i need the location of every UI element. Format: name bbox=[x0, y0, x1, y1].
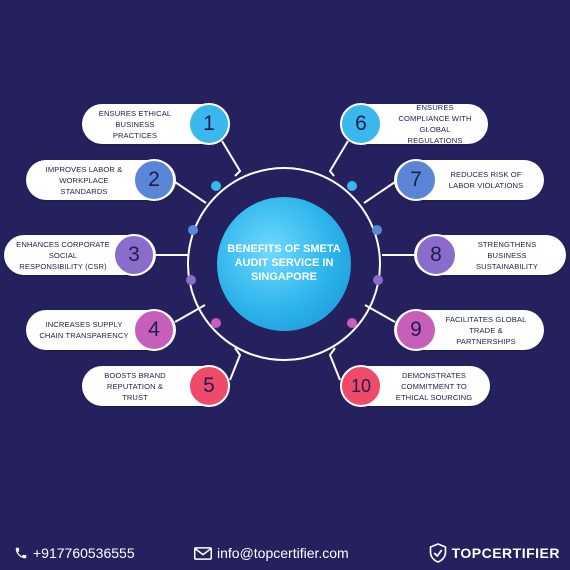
benefit-9-text: FACILITATES GLOBAL TRADE & PARTNERSHIPS bbox=[445, 314, 527, 346]
center-title-text: BENEFITS OF SMETA AUDIT SERVICE IN SINGA… bbox=[227, 243, 341, 283]
footer-email[interactable]: info@topcertifier.com bbox=[194, 542, 349, 564]
ring-dot-1 bbox=[211, 181, 221, 191]
benefit-8-number: 8 bbox=[415, 234, 457, 276]
benefit-4-number: 4 bbox=[133, 309, 175, 351]
benefit-1-text: ENSURES ETHICAL BUSINESS PRACTICES bbox=[98, 108, 172, 140]
benefit-5-number: 5 bbox=[188, 365, 230, 407]
benefit-3-text: ENHANCES CORPORATE SOCIAL RESPONSIBILITY… bbox=[16, 239, 110, 271]
benefit-1-number: 1 bbox=[188, 103, 230, 145]
benefit-7-text: REDUCES RISK OF LABOR VIOLATIONS bbox=[448, 170, 524, 190]
benefit-9-number: 9 bbox=[395, 309, 437, 351]
brand-text: TOPCERTIFIER bbox=[451, 545, 560, 561]
brand-logo: TOPCERTIFIER bbox=[429, 541, 560, 565]
benefit-10-number: 10 bbox=[340, 365, 382, 407]
connector-5 bbox=[229, 347, 242, 381]
benefit-7-number: 7 bbox=[395, 159, 437, 201]
ring-dot-7 bbox=[372, 225, 382, 235]
mail-icon bbox=[194, 546, 212, 560]
connector-1 bbox=[221, 140, 242, 177]
ring-dot-8 bbox=[373, 275, 383, 285]
connector-9 bbox=[364, 304, 396, 323]
benefit-3-number: 3 bbox=[113, 234, 155, 276]
connector-7 bbox=[363, 181, 396, 204]
ring-dot-3 bbox=[186, 275, 196, 285]
benefit-2-text: IMPROVES LABOR & WORKPLACE STANDARDS bbox=[45, 164, 123, 196]
connector-4 bbox=[174, 304, 206, 323]
phone-icon bbox=[14, 546, 28, 560]
phone-text: +917760536555 bbox=[33, 545, 135, 561]
ring-dot-4 bbox=[211, 318, 221, 328]
benefit-4-text: INCREASES SUPPLY CHAIN TRANSPARENCY bbox=[39, 320, 129, 340]
outer-ring bbox=[187, 167, 381, 361]
center-title: BENEFITS OF SMETA AUDIT SERVICE IN SINGA… bbox=[217, 197, 351, 331]
benefit-8-text: STRENGTHENS BUSINESS SUSTAINABILITY bbox=[475, 239, 539, 271]
email-text: info@topcertifier.com bbox=[217, 545, 349, 561]
shield-icon bbox=[429, 543, 447, 563]
ring-dot-6 bbox=[347, 181, 357, 191]
connector-6 bbox=[328, 140, 349, 177]
ring-dot-2 bbox=[188, 225, 198, 235]
benefit-6-number: 6 bbox=[340, 103, 382, 145]
benefit-6-text: ENSURES COMPLIANCE WITH GLOBAL REGULATIO… bbox=[398, 103, 472, 145]
connector-2 bbox=[174, 181, 207, 204]
benefit-2-number: 2 bbox=[133, 159, 175, 201]
ring-dot-9 bbox=[347, 318, 357, 328]
benefit-10-text: DEMONSTRATES COMMITMENT TO ETHICAL SOURC… bbox=[395, 370, 473, 402]
connector-10 bbox=[328, 347, 341, 381]
benefit-5-text: BOOSTS BRAND REPUTATION & TRUST bbox=[104, 370, 166, 402]
footer-phone[interactable]: +917760536555 bbox=[14, 542, 135, 564]
